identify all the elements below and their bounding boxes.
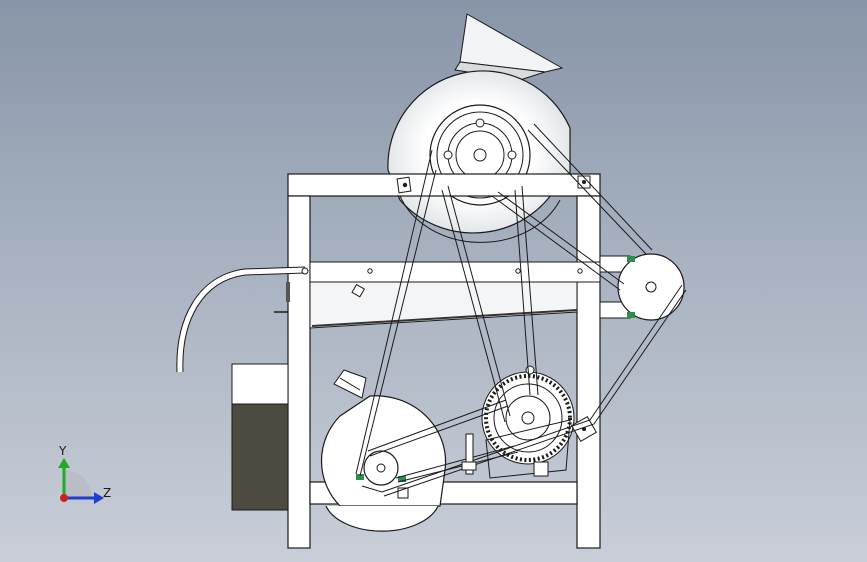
idler-pulley	[617, 253, 685, 321]
electric-motor	[231, 363, 289, 511]
belt-tensioner-lever	[461, 433, 477, 475]
drive-belts	[355, 123, 687, 497]
y-axis-label: Y	[58, 444, 67, 458]
z-axis-label: Z	[103, 486, 111, 500]
lower-small-pulley	[356, 450, 409, 499]
discharge-pipe	[176, 266, 309, 373]
motor-gear-pulley	[481, 365, 597, 479]
feed-hopper	[454, 13, 564, 81]
coordinate-triad: Y Z	[58, 444, 111, 504]
